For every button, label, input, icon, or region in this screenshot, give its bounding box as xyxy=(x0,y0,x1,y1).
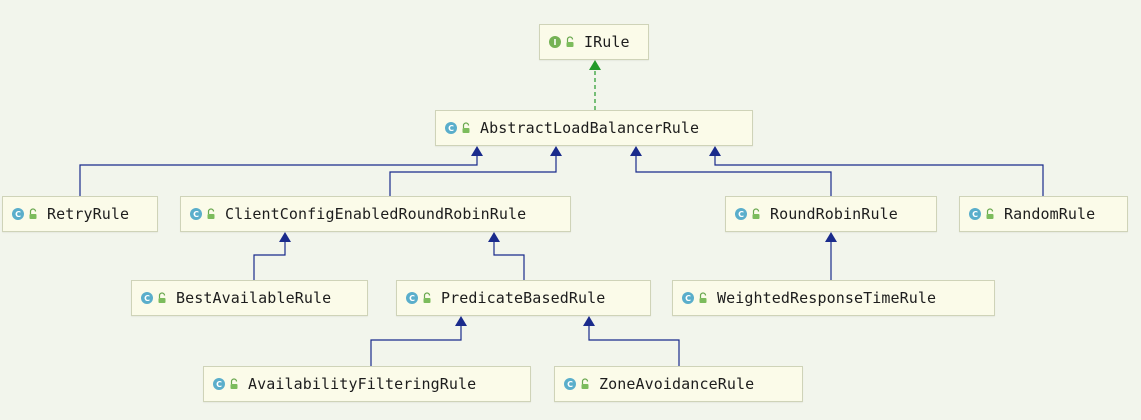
extends-edge xyxy=(583,316,680,366)
arrow-head xyxy=(630,146,642,156)
public-lock-icon xyxy=(462,122,470,133)
arrow-head xyxy=(589,60,601,70)
node-label: RandomRule xyxy=(1004,205,1096,223)
node-best-available-rule[interactable]: C BestAvailableRule xyxy=(131,280,368,316)
interface-icon: I xyxy=(549,36,561,48)
node-label: ZoneAvoidanceRule xyxy=(599,375,755,393)
public-lock-icon xyxy=(29,208,37,219)
class-icon: C xyxy=(682,292,694,304)
class-icon: C xyxy=(141,292,153,304)
edge-line xyxy=(493,242,525,280)
node-random-rule[interactable]: C RandomRule xyxy=(959,196,1128,232)
public-lock-icon xyxy=(986,208,994,219)
public-lock-icon xyxy=(752,208,760,219)
class-icon: C xyxy=(406,292,418,304)
node-label: RoundRobinRule xyxy=(770,205,898,223)
node-round-robin-rule[interactable]: C RoundRobinRule xyxy=(725,196,937,232)
class-icon: C xyxy=(564,378,576,390)
node-weighted-response-time-rule[interactable]: C WeightedResponseTimeRule xyxy=(672,280,995,316)
node-zone-avoidance-rule[interactable]: C ZoneAvoidanceRule xyxy=(554,366,803,402)
public-lock-icon xyxy=(581,378,589,389)
class-icon: C xyxy=(735,208,747,220)
extends-edge xyxy=(630,146,832,196)
arrow-head xyxy=(455,316,467,326)
node-client-config-enabled-round-robin-rule[interactable]: C ClientConfigEnabledRoundRobinRule xyxy=(180,196,571,232)
node-label: WeightedResponseTimeRule xyxy=(717,289,937,307)
node-retry-rule[interactable]: C RetryRule xyxy=(2,196,158,232)
arrow-head xyxy=(825,232,837,242)
extends-edge xyxy=(709,146,1044,196)
node-label: AbstractLoadBalancerRule xyxy=(480,119,700,137)
extends-edge xyxy=(488,232,525,280)
node-label: RetryRule xyxy=(47,205,130,223)
node-irule[interactable]: I IRule xyxy=(539,24,649,60)
extends-edge xyxy=(389,146,562,196)
edge-line xyxy=(389,156,557,196)
edge-line xyxy=(635,156,832,196)
edge-line xyxy=(588,326,680,366)
edge-line xyxy=(79,156,478,196)
extends-edge xyxy=(79,146,483,196)
node-predicate-based-rule[interactable]: C PredicateBasedRule xyxy=(396,280,651,316)
arrow-head xyxy=(279,232,291,242)
node-label: PredicateBasedRule xyxy=(441,289,606,307)
class-icon: C xyxy=(969,208,981,220)
edge-line xyxy=(714,156,1044,196)
node-abstract-load-balancer-rule[interactable]: C AbstractLoadBalancerRule xyxy=(435,110,753,146)
edge-line xyxy=(253,242,286,280)
public-lock-icon xyxy=(699,292,707,303)
public-lock-icon xyxy=(207,208,215,219)
edge-line xyxy=(370,326,462,366)
class-icon: C xyxy=(190,208,202,220)
public-lock-icon xyxy=(566,36,574,47)
public-lock-icon xyxy=(158,292,166,303)
arrow-head xyxy=(550,146,562,156)
node-label: ClientConfigEnabledRoundRobinRule xyxy=(225,205,527,223)
arrow-head xyxy=(488,232,500,242)
extends-edge xyxy=(253,232,291,280)
node-label: AvailabilityFilteringRule xyxy=(248,375,477,393)
node-label: IRule xyxy=(584,33,630,51)
class-icon: C xyxy=(213,378,225,390)
class-icon: C xyxy=(12,208,24,220)
arrow-head xyxy=(471,146,483,156)
arrow-head xyxy=(583,316,595,326)
public-lock-icon xyxy=(423,292,431,303)
public-lock-icon xyxy=(230,378,238,389)
implements-edge xyxy=(589,60,601,110)
node-label: BestAvailableRule xyxy=(176,289,332,307)
extends-edge xyxy=(370,316,467,366)
class-icon: C xyxy=(445,122,457,134)
extends-edge xyxy=(825,232,837,280)
node-availability-filtering-rule[interactable]: C AvailabilityFilteringRule xyxy=(203,366,531,402)
arrow-head xyxy=(709,146,721,156)
